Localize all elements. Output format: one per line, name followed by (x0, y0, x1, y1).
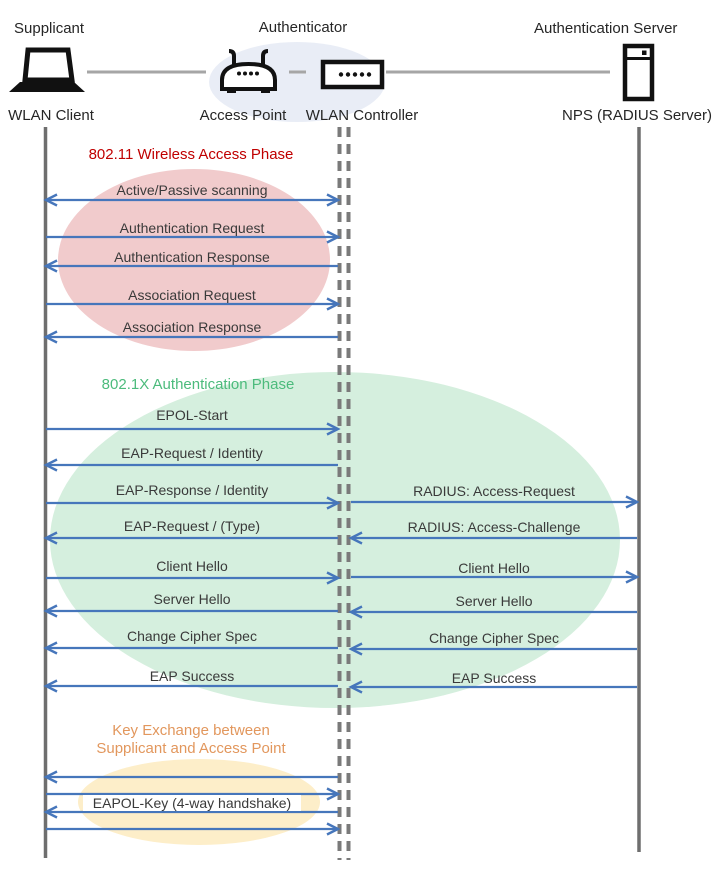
arrowhead-right (326, 422, 341, 436)
message-label: Association Request (128, 287, 256, 303)
message-arrow (348, 642, 637, 656)
message-arrow (348, 531, 637, 545)
message-label: EAP-Response / Identity (115, 482, 269, 498)
message-arrow (43, 193, 341, 207)
message-arrow (43, 679, 338, 693)
role-supplicant: Supplicant (14, 20, 85, 37)
wireless-router-icon (220, 49, 277, 93)
message-label: Authentication Request (119, 220, 265, 236)
arrowhead-left (43, 193, 58, 207)
message-label: EAP-Request / Identity (121, 445, 263, 461)
message-label: RADIUS: Access-Challenge (407, 519, 581, 535)
laptop-icon (9, 47, 85, 92)
message-label: Change Cipher Spec (127, 628, 257, 644)
message-label: Association Response (122, 319, 262, 335)
message-arrow (348, 605, 637, 619)
arrowhead-left (43, 330, 58, 344)
message-arrow (43, 330, 338, 344)
arrowhead-right (625, 570, 640, 584)
message-arrow (43, 458, 338, 472)
message-arrow (348, 680, 637, 694)
message-arrow (43, 604, 338, 618)
arrowhead-right (625, 495, 640, 509)
message-label: Server Hello (455, 593, 533, 609)
arrowhead-left (43, 679, 58, 693)
message-label: Active/Passive scanning (116, 182, 268, 198)
message-label: EAP Success (149, 668, 235, 684)
arrowhead-right (326, 193, 341, 207)
message-arrow (46, 297, 341, 311)
arrowhead-left (348, 642, 363, 656)
arrowhead-right (326, 297, 341, 311)
message-label: EAP Success (451, 670, 537, 686)
arrowhead-left (348, 531, 363, 545)
message-arrow (46, 822, 341, 836)
arrowhead-right (326, 787, 341, 801)
arrowhead-left (348, 605, 363, 619)
message-arrow (43, 770, 338, 784)
message-arrow (43, 531, 338, 545)
label-wlan-controller: WLAN Controller (305, 107, 419, 124)
message-label: RADIUS: Access-Request (413, 483, 575, 499)
arrowhead-right (326, 822, 341, 836)
arrowhead-right (326, 571, 341, 585)
message-arrow (46, 787, 341, 801)
message-arrow (46, 230, 341, 244)
arrowhead-left (43, 770, 58, 784)
message-arrow (46, 422, 341, 436)
label-nps-server: NPS (RADIUS Server) (561, 107, 713, 124)
message-arrow (351, 495, 640, 509)
message-label: Authentication Response (114, 249, 270, 265)
message-arrow (46, 496, 341, 510)
label-access-point: Access Point (199, 107, 287, 124)
phase2-title: 802.1X Authentication Phase (101, 376, 295, 393)
message-label: Server Hello (153, 591, 231, 607)
arrowhead-left (43, 604, 58, 618)
arrowhead-right (326, 230, 341, 244)
phase3-title-line1: Key Exchange between (112, 722, 270, 739)
server-icon (622, 43, 655, 102)
phase1-title: 802.11 Wireless Access Phase (88, 146, 294, 163)
message-label: EAPOL-Key (4-way handshake) (46, 795, 338, 811)
message-label: EPOL-Start (156, 407, 228, 423)
arrowhead-right (326, 496, 341, 510)
arrowhead-left (43, 458, 58, 472)
message-arrow (46, 571, 341, 585)
arrowhead-left (43, 259, 58, 273)
message-arrow (351, 570, 640, 584)
arrowhead-left (348, 680, 363, 694)
role-authenticator: Authenticator (258, 19, 348, 36)
message-arrow (43, 259, 338, 273)
message-label: Client Hello (156, 558, 228, 574)
message-label: Client Hello (458, 560, 530, 576)
role-authentication-server: Authentication Server (534, 20, 678, 37)
arrowhead-left (43, 805, 58, 819)
message-arrow (43, 805, 338, 819)
message-label: EAP-Request / (Type) (123, 518, 261, 534)
message-label: Change Cipher Spec (429, 630, 559, 646)
phase3-title: Key Exchange between Supplicant and Acce… (44, 722, 338, 758)
controller-box-icon (320, 59, 385, 90)
label-wlan-client: WLAN Client (8, 107, 94, 124)
arrowhead-left (43, 641, 58, 655)
message-arrow (43, 641, 338, 655)
phase3-title-line2: Supplicant and Access Point (96, 740, 286, 757)
arrowhead-left (43, 531, 58, 545)
